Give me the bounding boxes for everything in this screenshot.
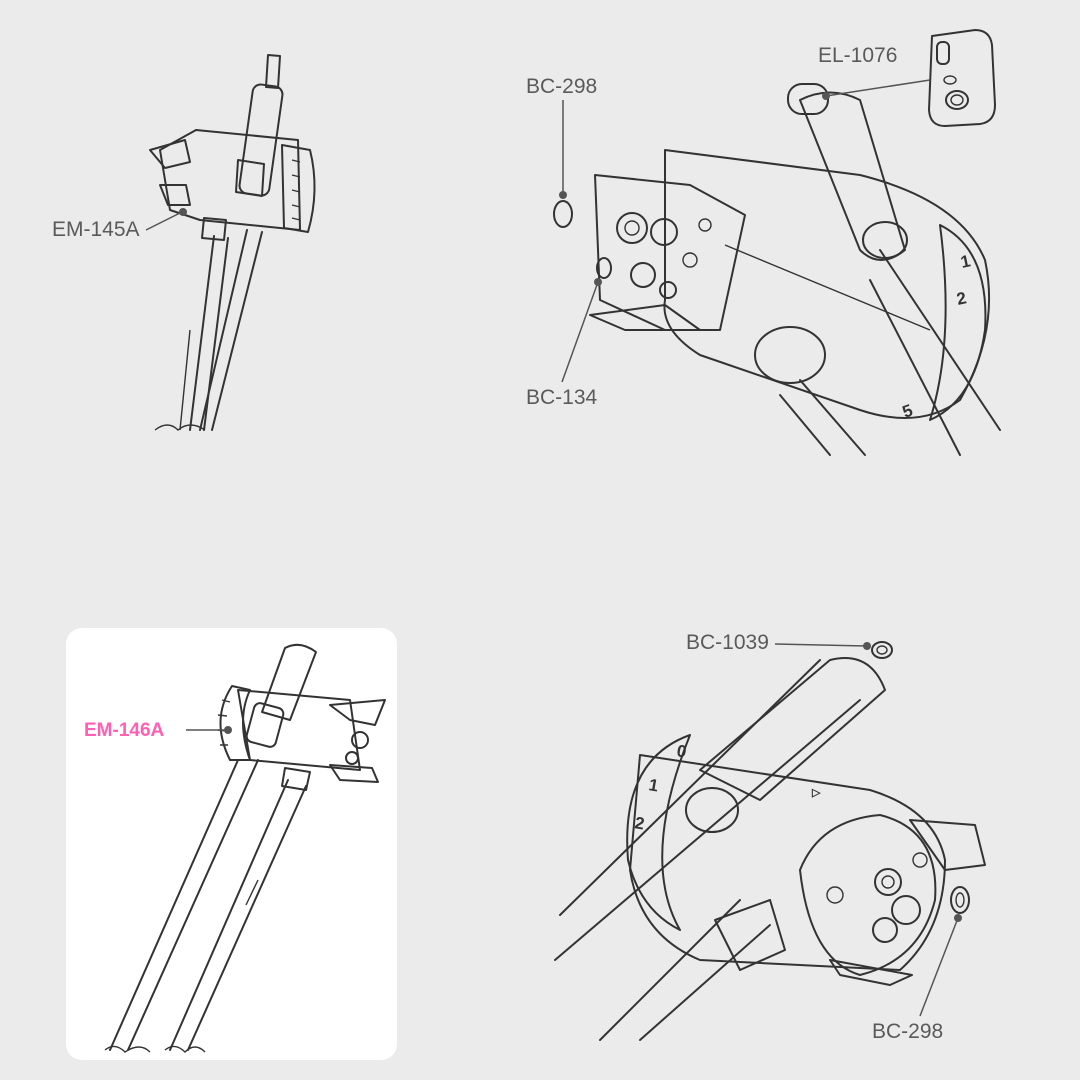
o-ring-bc-134	[596, 257, 612, 279]
callout-em-146a: EM-146A	[84, 720, 232, 741]
dial-num-br-1: 1	[647, 775, 660, 795]
o-ring-bc-298-top	[553, 200, 573, 228]
o-ring-bc-1039-inner	[876, 645, 888, 655]
label-bc-1039: BC-1039	[686, 631, 769, 654]
label-em-145a: EM-145A	[52, 218, 140, 241]
label-el-1076: EL-1076	[818, 44, 897, 67]
label-bc-298-top: BC-298	[526, 75, 597, 98]
highlight-panel	[66, 628, 397, 1060]
assembly-top-right: 1 2 5	[589, 83, 1001, 456]
callout-el-1076: EL-1076	[818, 44, 931, 100]
callout-bc-1039: BC-1039	[686, 631, 871, 654]
dial-num-br-2: 2	[633, 813, 646, 833]
callout-bc-298-top: BC-298	[526, 75, 597, 199]
assembly-top-left	[149, 54, 316, 431]
assembly-bottom-left	[104, 643, 386, 1053]
label-em-146a: EM-146A	[84, 720, 165, 741]
o-ring-bc-1039	[871, 641, 893, 659]
callout-bc-134: BC-134	[526, 278, 602, 409]
callout-em-145a: EM-145A	[52, 208, 187, 241]
arrow-mark: ▷	[811, 787, 821, 799]
dial-num-br-0: 0	[675, 741, 688, 761]
label-bc-134: BC-134	[526, 386, 598, 409]
callout-bc-298-bottom: BC-298	[872, 914, 962, 1043]
inset-el-1076	[928, 29, 996, 127]
dial-num-tr-1: 1	[959, 251, 972, 272]
o-ring-bc-298-bottom-inner	[955, 892, 965, 908]
assembly-bottom-right: 1 2 0 ▷	[554, 657, 986, 1041]
label-bc-298-bottom: BC-298	[872, 1020, 943, 1043]
o-ring-bc-298-bottom	[950, 886, 970, 914]
dial-num-tr-2: 2	[955, 288, 968, 309]
